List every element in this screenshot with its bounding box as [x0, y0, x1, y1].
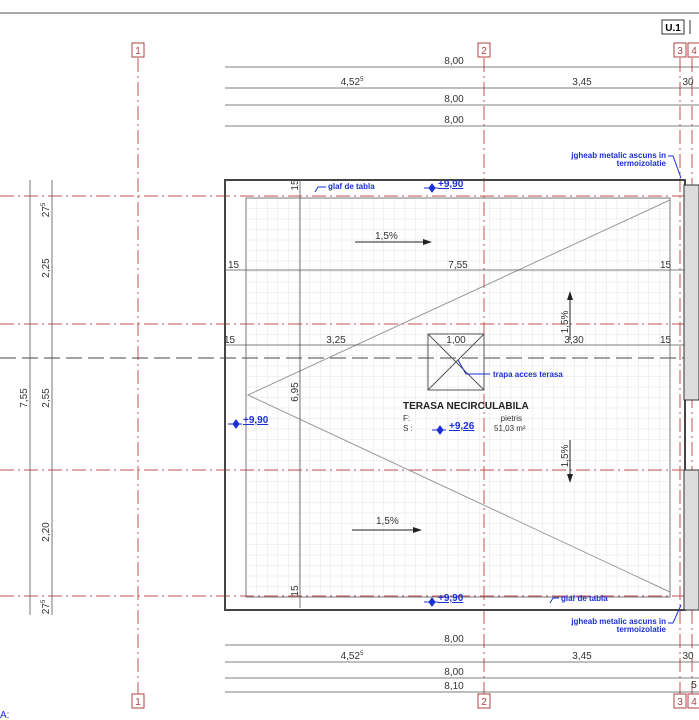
svg-text:trapa acces terasa: trapa acces terasa — [493, 370, 563, 379]
level-marker-icon — [424, 183, 438, 193]
svg-text:1,5%: 1,5% — [560, 310, 571, 333]
svg-text:7,55: 7,55 — [19, 388, 30, 408]
svg-text:pietris: pietris — [501, 414, 522, 423]
svg-text:1: 1 — [135, 697, 141, 708]
axis-labels-bottom: 1 2 3 4 — [131, 693, 699, 709]
svg-text:S :: S : — [403, 424, 413, 433]
svg-text:+9,26: +9,26 — [449, 421, 475, 432]
svg-text:2: 2 — [481, 46, 487, 57]
level-left: +9,90 — [228, 415, 269, 429]
svg-text:15: 15 — [224, 335, 236, 346]
arrow-right-icon — [423, 239, 432, 245]
svg-text:5: 5 — [691, 680, 697, 691]
svg-text:51,03 m²: 51,03 m² — [494, 424, 526, 433]
svg-text:3: 3 — [677, 46, 683, 57]
svg-text:30: 30 — [682, 651, 694, 662]
svg-text:8,00: 8,00 — [444, 56, 464, 67]
svg-text:jgheab metalic ascuns in: jgheab metalic ascuns in — [570, 151, 666, 160]
svg-text:2,55: 2,55 — [41, 388, 52, 408]
svg-text:4,525: 4,525 — [341, 77, 364, 88]
svg-text:3,25: 3,25 — [326, 335, 346, 346]
svg-text:4: 4 — [691, 697, 697, 708]
svg-text:8,10: 8,10 — [444, 681, 464, 692]
level-markers: +9,90 +9,90 +9,26 +9,90 — [228, 179, 475, 607]
svg-text:1,5%: 1,5% — [560, 444, 571, 467]
slope-indicators: 1,5% 1,5% 1,5% 1,5% — [352, 231, 573, 533]
bottom-dimension-chains: 8,00 4,525 3,45 30 8,00 8,10 5 — [225, 634, 699, 693]
svg-text:15: 15 — [660, 335, 672, 346]
svg-text:termoizolatie: termoizolatie — [617, 159, 667, 168]
svg-text:15: 15 — [228, 260, 240, 271]
svg-text:15: 15 — [290, 585, 301, 597]
wall-section-hatch-lower — [683, 469, 699, 611]
svg-text:TERASA NECIRCULABILA: TERASA NECIRCULABILA — [403, 401, 529, 412]
level-bottom: +9,90 — [424, 593, 464, 607]
svg-text:1: 1 — [135, 46, 141, 57]
svg-text:4,525: 4,525 — [341, 651, 364, 662]
svg-text:4: 4 — [691, 46, 697, 57]
room-label: TERASA NECIRCULABILA F: pietris S : 51,0… — [403, 401, 529, 433]
svg-text:2,20: 2,20 — [41, 522, 52, 542]
level-marker-icon — [432, 425, 446, 435]
terrace-inner-edge — [245, 197, 671, 598]
svg-text:glaf de tabla: glaf de tabla — [328, 182, 375, 191]
level-room: +9,26 — [432, 421, 475, 435]
svg-text:2,25: 2,25 — [41, 258, 52, 278]
svg-text:3: 3 — [677, 697, 683, 708]
paving-grid — [245, 197, 670, 598]
wall-section-hatch — [683, 184, 699, 401]
svg-text:termoizolatie: termoizolatie — [617, 625, 667, 634]
svg-text:1,5%: 1,5% — [375, 231, 398, 242]
axis-labels-top: 1 2 3 4 — [131, 42, 699, 58]
svg-text:15: 15 — [660, 260, 672, 271]
slope-ridge-lines — [246, 199, 671, 593]
svg-text:jgheab metalic ascuns in: jgheab metalic ascuns in — [570, 617, 666, 626]
svg-text:8,00: 8,00 — [444, 94, 464, 105]
svg-text:30: 30 — [682, 77, 694, 88]
legend-label: A: — [0, 710, 9, 720]
arrow-down-icon — [567, 474, 573, 483]
level-marker-icon — [424, 597, 438, 607]
svg-text:8,00: 8,00 — [444, 667, 464, 678]
top-dimension-chains: 8,00 4,525 3,45 30 8,00 8,00 — [225, 56, 699, 127]
svg-text:+9,90: +9,90 — [243, 415, 269, 426]
inner-dimensions: 15 7,55 15 15 3,25 1,00 3,30 15 15 6,95 … — [224, 179, 685, 608]
svg-text:1,5%: 1,5% — [376, 516, 399, 527]
roof-hatch — [427, 333, 485, 391]
svg-text:3,30: 3,30 — [564, 335, 584, 346]
arrow-right-icon — [413, 527, 422, 533]
svg-text:3,45: 3,45 — [572, 77, 592, 88]
svg-text:+9,90: +9,90 — [438, 179, 464, 190]
level-marker-icon — [228, 419, 242, 429]
sheet-tag-box — [661, 19, 685, 35]
svg-text:3,45: 3,45 — [572, 651, 592, 662]
svg-text:2: 2 — [481, 697, 487, 708]
annotations: glaf de tabla jgheab metalic ascuns in t… — [314, 151, 682, 634]
level-top: +9,90 — [424, 179, 464, 193]
svg-text:8,00: 8,00 — [444, 634, 464, 645]
sheet-tag: U.1 — [665, 23, 681, 34]
svg-text:15: 15 — [290, 179, 301, 191]
svg-text:275: 275 — [41, 202, 52, 217]
svg-text:F:: F: — [403, 414, 410, 423]
svg-text:7,55: 7,55 — [448, 260, 468, 271]
svg-text:275: 275 — [41, 599, 52, 614]
svg-text:6,95: 6,95 — [290, 382, 301, 402]
arrow-up-icon — [567, 291, 573, 300]
svg-text:+9,90: +9,90 — [438, 593, 464, 604]
left-dimension-chains: 7,55 275 2,25 2,55 2,20 275 — [19, 180, 53, 615]
svg-text:glaf de tabla: glaf de tabla — [561, 594, 608, 603]
svg-text:1,00: 1,00 — [446, 335, 466, 346]
svg-text:8,00: 8,00 — [444, 115, 464, 126]
